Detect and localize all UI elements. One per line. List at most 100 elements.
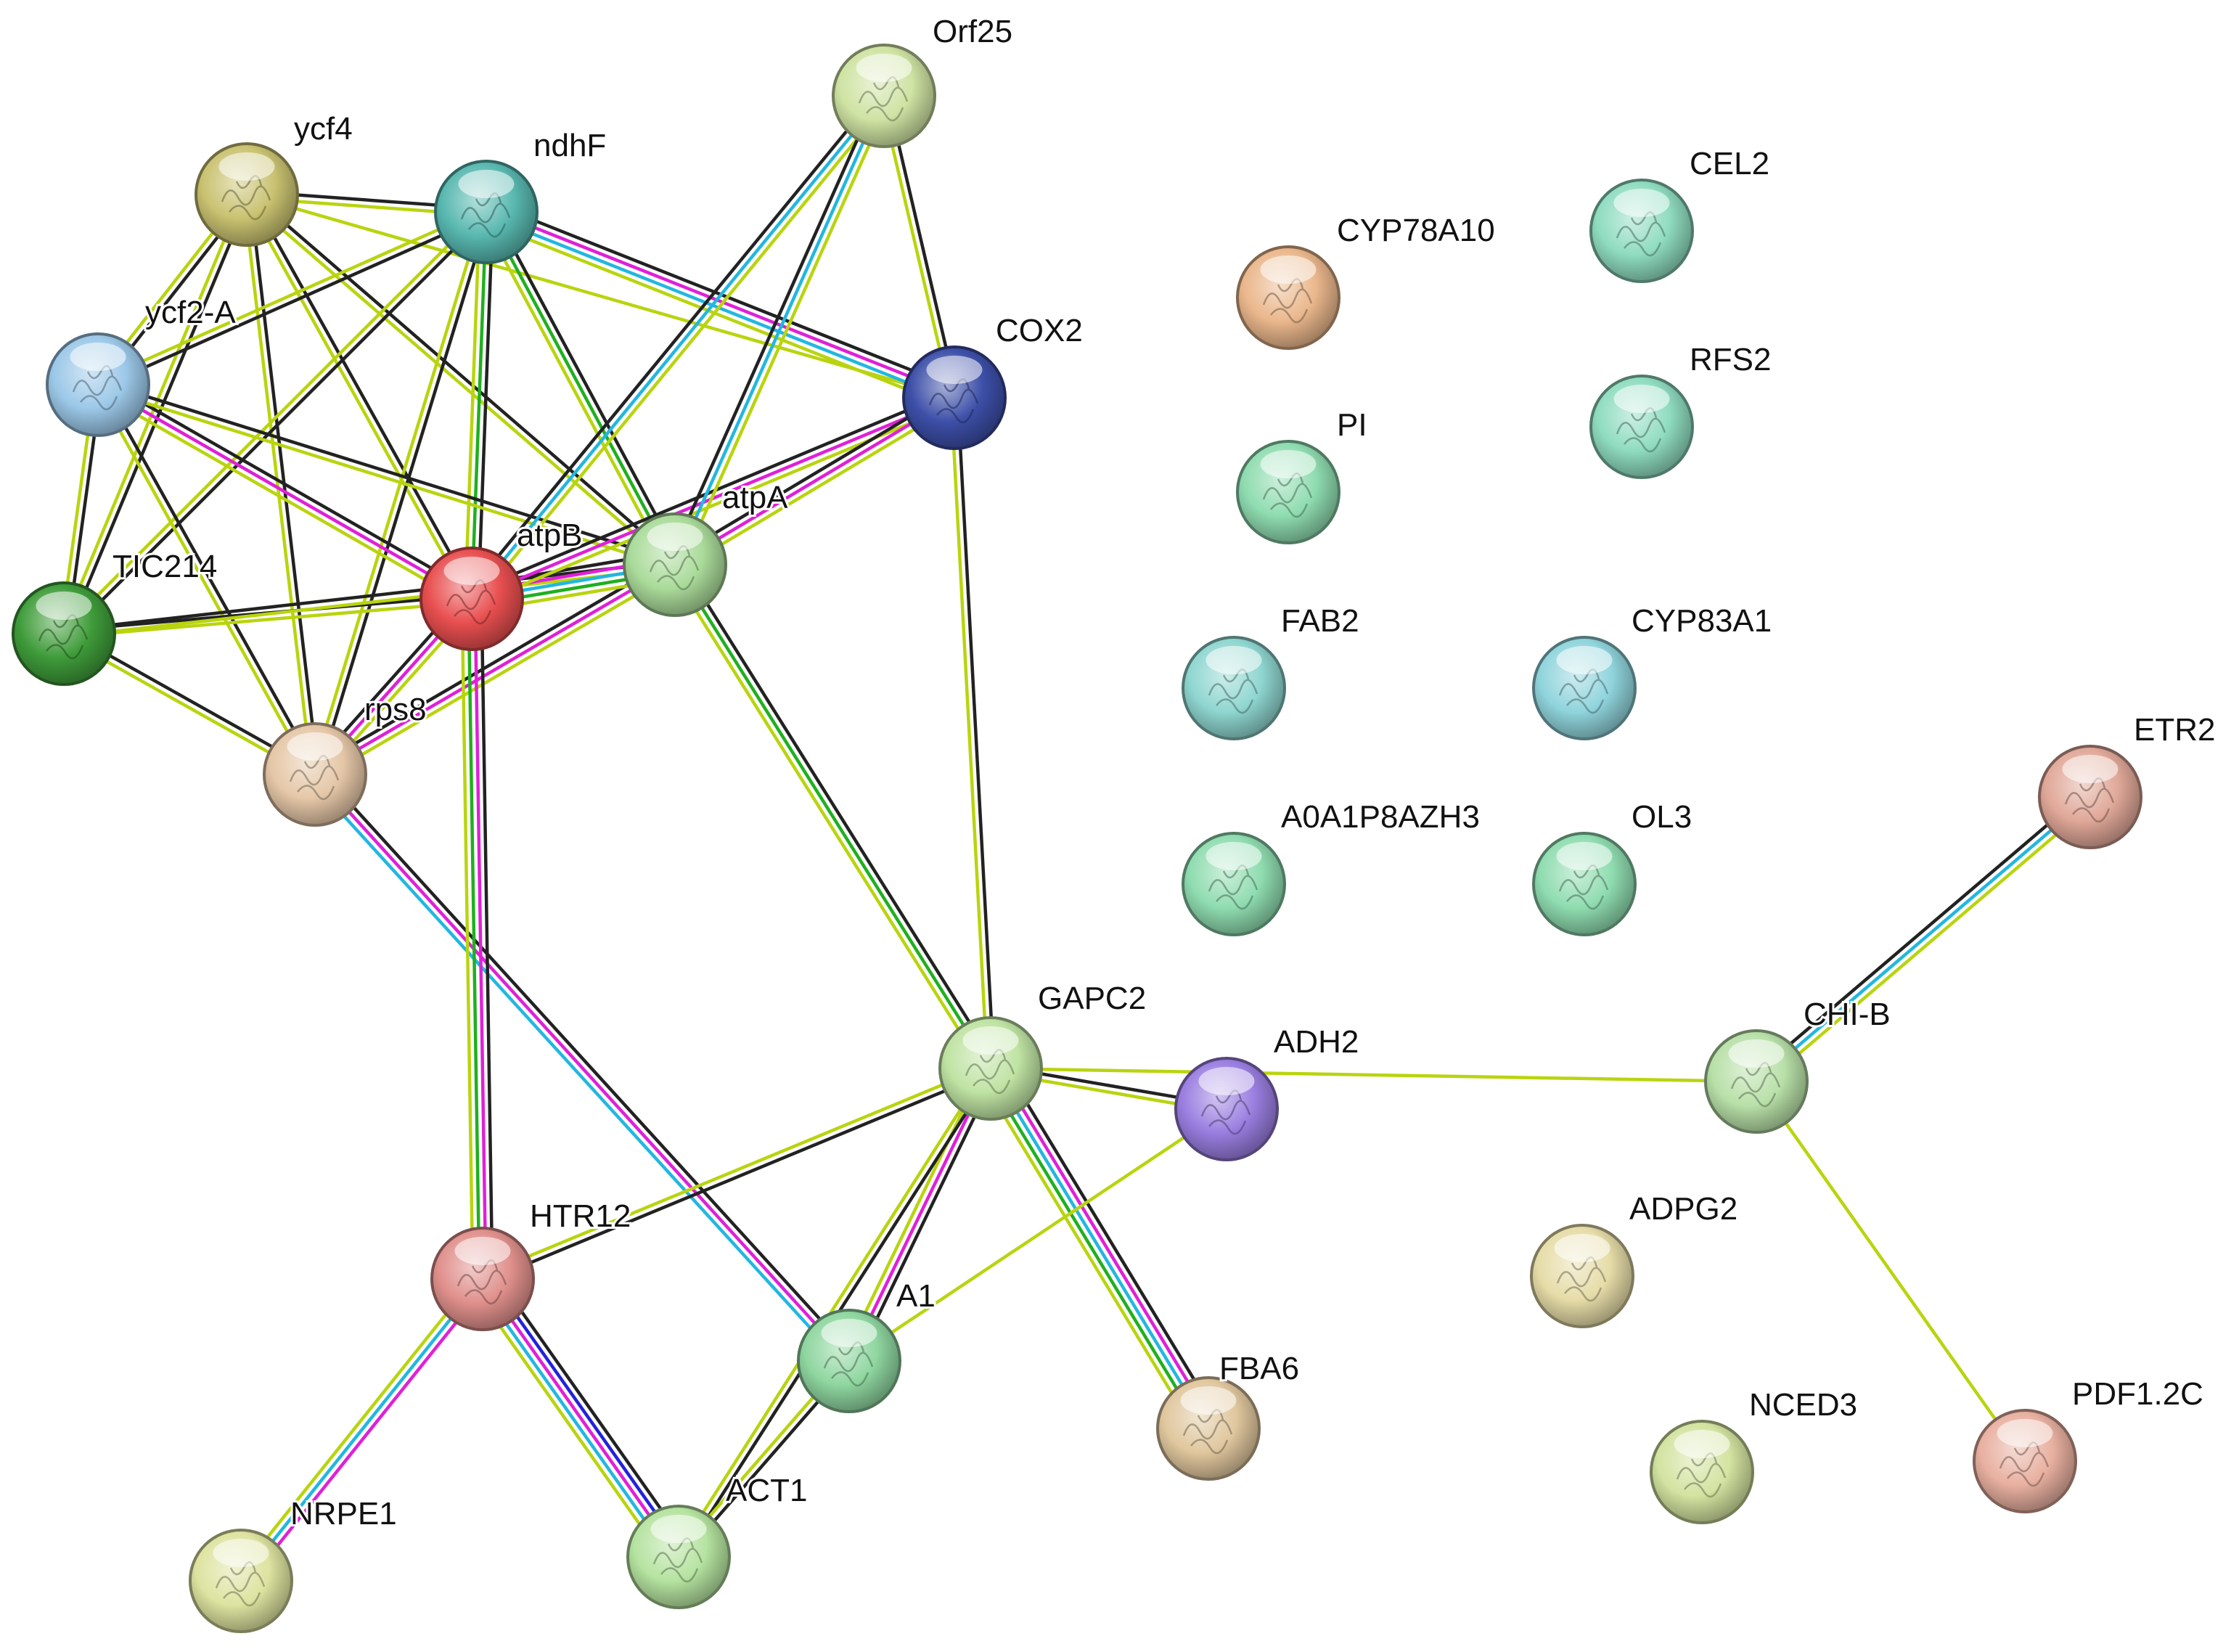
node-atpB[interactable]	[419, 547, 524, 651]
node-highlight	[458, 169, 515, 199]
edge-strand-coexpression	[488, 201, 960, 390]
edge-strand-experiment	[673, 396, 957, 567]
node-highlight	[647, 522, 703, 552]
node-COX2[interactable]	[902, 345, 1007, 450]
node-RFS2[interactable]	[1589, 375, 1694, 479]
node-label-PI: PI	[1337, 407, 1367, 443]
edge-ndhF-ycf2-A	[94, 207, 490, 390]
node-FAB2[interactable]	[1182, 636, 1286, 740]
edge-strand-textmining	[668, 566, 987, 1074]
edge-strand-textmining	[95, 386, 676, 570]
node-ETR2[interactable]	[2038, 745, 2142, 849]
node-Orf25[interactable]	[832, 44, 936, 148]
node-highlight	[213, 1538, 269, 1568]
edges-layer	[59, 90, 2097, 1587]
node-ycf4[interactable]	[195, 142, 299, 247]
node-label-ADPG2: ADPG2	[1629, 1191, 1737, 1227]
node-CHI-B[interactable]	[1704, 1029, 1809, 1134]
node-label-atpA: atpA	[722, 480, 788, 515]
node-PI[interactable]	[1236, 440, 1340, 544]
edge-strand-neighborhood	[484, 210, 677, 567]
node-label-ycf4: ycf4	[294, 111, 353, 147]
node-label-ycf2-A: ycf2-A	[145, 295, 236, 330]
edge-strand-experiment	[480, 1277, 681, 1559]
node-label-GAPC2: GAPC2	[1038, 981, 1146, 1016]
node-rps8[interactable]	[263, 722, 367, 827]
node-highlight	[821, 1318, 877, 1348]
node-CEL2[interactable]	[1589, 179, 1694, 283]
edge-GAPC2-A1	[841, 1063, 999, 1366]
edge-strand-experiment	[994, 1063, 1216, 1427]
edge-strand-coexpression	[99, 381, 320, 775]
edge-strand-experiment	[313, 563, 677, 777]
edge-ndhF-atpB	[463, 210, 495, 601]
node-highlight	[443, 556, 500, 586]
node-GAPC2[interactable]	[938, 1016, 1043, 1121]
node-A1[interactable]	[797, 1309, 901, 1413]
node-label-ADH2: ADH2	[1274, 1024, 1359, 1060]
node-highlight	[1180, 1386, 1237, 1415]
edge-ycf2-A-atpB	[93, 377, 477, 607]
edge-atpA-Orf25	[667, 91, 892, 569]
node-highlight	[1556, 645, 1613, 675]
node-atpA[interactable]	[623, 512, 727, 617]
edge-GAPC2-HTR12	[480, 1063, 994, 1284]
node-CYP83A1[interactable]	[1532, 636, 1637, 740]
node-label-TIC214: TIC214	[112, 549, 217, 584]
edge-strand-textmining	[674, 1065, 990, 1557]
edge-CHI-B-ETR2	[1750, 790, 2097, 1089]
edge-strand-textmining	[676, 401, 959, 572]
node-PDF1.2C[interactable]	[1973, 1409, 2077, 1513]
edge-strand-textmining	[245, 192, 957, 400]
node-ADPG2[interactable]	[1530, 1224, 1634, 1328]
node-CYP78A10[interactable]	[1236, 245, 1340, 350]
node-FBA6[interactable]	[1156, 1376, 1261, 1481]
edge-strand-textmining	[93, 384, 314, 778]
node-ycf2-A[interactable]	[46, 332, 150, 437]
edge-ycf4-atpA	[242, 190, 679, 569]
node-highlight	[856, 53, 912, 83]
edge-strand-neighborhood	[673, 563, 993, 1071]
edge-strand-textmining	[242, 193, 314, 777]
node-highlight	[1260, 255, 1317, 285]
node-A0A1P8AZH3[interactable]	[1182, 832, 1286, 936]
node-TIC214[interactable]	[12, 581, 116, 686]
node-HTR12[interactable]	[430, 1227, 535, 1331]
edge-strand-textmining	[1759, 800, 2097, 1089]
edge-atpA-COX2	[670, 390, 959, 572]
edge-ycf2-A-atpA	[95, 380, 678, 570]
node-label-CYP78A10: CYP78A10	[1337, 213, 1495, 248]
node-label-COX2: COX2	[996, 313, 1083, 348]
node-ndhF[interactable]	[434, 160, 539, 264]
edge-strand-coexpression	[467, 390, 954, 594]
edge-strand-coexpression	[97, 213, 490, 390]
node-ADH2[interactable]	[1174, 1057, 1279, 1161]
edge-strand-textmining	[94, 207, 487, 384]
edge-strand-neighborhood	[467, 597, 481, 1281]
edge-strand-textmining	[480, 1063, 991, 1278]
edge-strand-textmining	[847, 1107, 1229, 1363]
edge-strand-textmining	[234, 1273, 480, 1579]
node-OL3[interactable]	[1532, 832, 1637, 936]
node-label-rps8: rps8	[364, 692, 427, 727]
node-highlight	[1554, 1233, 1610, 1263]
node-highlight	[1674, 1429, 1730, 1459]
node-label-OL3: OL3	[1632, 799, 1692, 835]
edge-atpB-HTR12	[460, 597, 494, 1281]
node-label-CEL2: CEL2	[1690, 146, 1769, 181]
node-highlight	[2062, 754, 2119, 784]
node-NRPE1[interactable]	[189, 1529, 293, 1633]
edge-strand-coexpression	[667, 91, 880, 564]
edge-ndhF-atpA	[478, 207, 683, 570]
node-NCED3[interactable]	[1650, 1420, 1754, 1524]
edge-strand-textmining	[93, 388, 470, 607]
node-highlight	[218, 152, 275, 181]
node-ACT1[interactable]	[626, 1505, 731, 1609]
node-label-CYP83A1: CYP83A1	[1632, 603, 1772, 639]
edge-strand-coexpression	[64, 212, 491, 638]
edge-strand-textmining	[316, 568, 680, 782]
edge-strand-coexpression	[480, 597, 494, 1281]
edge-strand-textmining	[1754, 1079, 2027, 1463]
